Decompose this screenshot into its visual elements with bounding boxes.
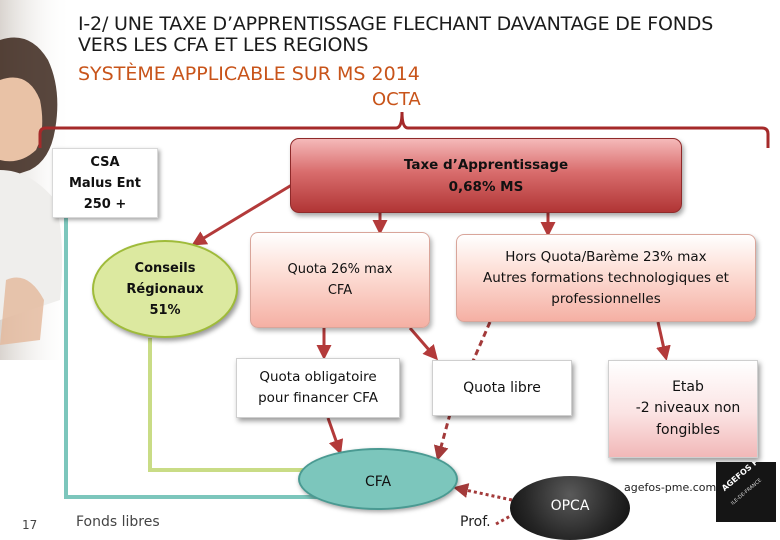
cfa-label: CFA — [365, 474, 391, 490]
taxe-apprentissage-box: Taxe d’Apprentissage 0,68% MS — [290, 138, 682, 213]
quota26-line-1: Quota 26% max — [288, 259, 393, 280]
quotaoblig-line-2: pour financer CFA — [258, 388, 378, 409]
hors-quota-box: Hors Quota/Barème 23% max Autres formati… — [456, 234, 756, 322]
conseils-line-2: Régionaux — [126, 279, 203, 300]
conseils-line-3: 51% — [126, 300, 203, 321]
arrow-quota26-libre — [410, 328, 436, 358]
csa-line-2: Malus Ent — [69, 173, 141, 194]
quota-libre-box: Quota libre — [432, 360, 572, 416]
page-number: 17 — [22, 518, 37, 532]
quotalibre-label: Quota libre — [463, 380, 541, 396]
horsquota-line-2: Autres formations technologiques et — [483, 268, 729, 289]
agefos-logo: AGEFOS PME ILE-DE-FRANCE — [716, 462, 776, 522]
csa-line-1: CSA — [69, 152, 141, 173]
opca-node: OPCA — [510, 476, 630, 540]
taxe-line-1: Taxe d’Apprentissage — [404, 154, 568, 176]
etab-line-3: fongibles — [636, 420, 741, 442]
quota26-line-2: CFA — [288, 280, 393, 301]
taxe-line-2: 0,68% MS — [404, 176, 568, 198]
quota-26-box: Quota 26% max CFA — [250, 232, 430, 328]
quotaoblig-line-1: Quota obligatoire — [258, 367, 378, 388]
etab-line-2: -2 niveaux non — [636, 398, 741, 420]
arrow-opca-cfa — [456, 488, 512, 500]
csa-box: CSA Malus Ent 250 + — [52, 148, 158, 218]
csa-line-3: 250 + — [69, 194, 141, 215]
etab-line-1: Etab — [636, 377, 741, 399]
fonds-libres-label: Fonds libres — [76, 514, 160, 530]
horsquota-line-1: Hors Quota/Barème 23% max — [483, 247, 729, 268]
horsquota-line-3: professionnelles — [483, 289, 729, 310]
cfa-node: CFA — [298, 448, 458, 510]
quota-obligatoire-box: Quota obligatoire pour financer CFA — [236, 358, 400, 418]
arrow-obligatoire-cfa — [328, 418, 340, 452]
website-url: agefos-pme.com — [624, 481, 716, 494]
prof-label: Prof. — [460, 514, 491, 530]
etab-box: Etab -2 niveaux non fongibles — [608, 360, 758, 458]
conseils-regionaux-node: Conseils Régionaux 51% — [92, 240, 238, 338]
arrow-horsquota-etab — [658, 322, 666, 358]
opca-label: OPCA — [551, 498, 590, 514]
conseils-line-1: Conseils — [126, 258, 203, 279]
